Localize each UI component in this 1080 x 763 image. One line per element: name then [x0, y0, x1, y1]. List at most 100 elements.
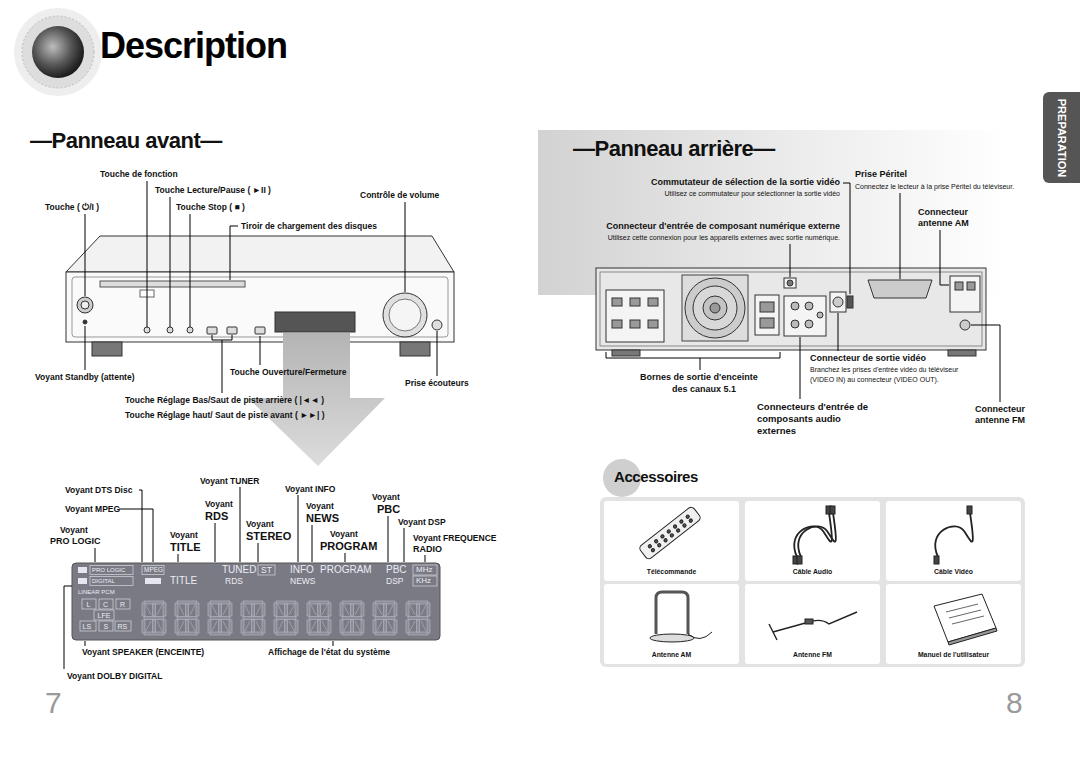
callout-label: Voyant: [205, 500, 233, 509]
display-panel: [175, 601, 199, 635]
rear-unit: [784, 296, 826, 336]
leader-line: [85, 326, 86, 370]
section-heading: Accessoires: [600, 456, 704, 489]
rear-unit: [830, 292, 846, 312]
title-badge: [22, 16, 94, 88]
leader-line: [85, 181, 437, 393]
title-badge: [14, 8, 102, 96]
front-unit: [144, 327, 150, 333]
callout-label: composants audio: [757, 414, 841, 424]
callout-label: Voyant DOLBY DIGITAL: [67, 672, 162, 681]
rear-unit: [693, 286, 737, 330]
display-panel: [406, 601, 430, 635]
display-indicator: TUNED: [222, 565, 256, 575]
callout-label: Touche Lecture/Pause ( ►II ): [155, 186, 271, 195]
callout-label: RADIO: [413, 545, 442, 554]
title-badge: [14, 8, 102, 96]
callout-label: Voyant: [60, 526, 88, 535]
accessory-name: Télécommande: [604, 568, 739, 575]
callout-label: Connecteur: [975, 405, 1025, 414]
leader-line: [147, 181, 148, 327]
rear-unit: [755, 295, 779, 335]
leader-line: [425, 555, 426, 562]
page-number: 7: [45, 688, 62, 718]
callout-label: Branchez les prises d'entrée vidéo du té…: [810, 366, 958, 373]
accessory-drawing: [934, 594, 997, 645]
callout-label: Connecteur: [918, 208, 968, 217]
accessory-name: Câble Audio: [745, 568, 880, 575]
section-heading: —Panneau arrière—: [573, 138, 775, 160]
callout-label: Touche Ouverture/Fermeture: [230, 368, 347, 377]
front-unit: [100, 281, 245, 287]
display-indicator: TITLE: [170, 576, 197, 586]
front-unit: [83, 320, 87, 324]
callout-label: des canaux 5.1: [672, 385, 736, 394]
accessory-tile: Antenne FM: [745, 584, 880, 664]
display-indicator: L: [87, 601, 91, 608]
accessory-name: Câble Vidéo: [886, 568, 1021, 575]
leader-line: [838, 313, 839, 351]
callout-label: Voyant DTS Disc: [65, 486, 132, 495]
display-panel: [307, 601, 331, 635]
front-unit: [72, 277, 448, 337]
display-panel: [82, 599, 96, 609]
callout-label: Contrôle de volume: [360, 191, 439, 200]
leader-line: [388, 516, 389, 562]
accessory-tile: Câble Audio: [745, 501, 880, 581]
leader-line: [405, 202, 406, 292]
front-unit: [66, 236, 454, 272]
accessory-drawing: [650, 592, 712, 642]
callout-label: PBC: [377, 504, 400, 515]
callout-label: (VIDEO IN) au connecteur (VIDEO OUT).: [810, 376, 939, 383]
callout-label: Connecteur d'entrée de composant numériq…: [606, 222, 840, 231]
leader-line: [178, 554, 179, 562]
callout-label: Voyant TUNER: [200, 477, 259, 486]
display-panel: [413, 565, 437, 575]
accessory-name: Antenne AM: [604, 651, 739, 658]
callout-label: Voyant DSP: [398, 518, 446, 527]
rear-unit: [612, 320, 622, 328]
accessory-tile: Câble Vidéo: [886, 501, 1021, 581]
rear-unit: [596, 268, 986, 350]
leader-line: [64, 586, 72, 669]
leader-line: [85, 641, 86, 646]
rear-unit: [600, 272, 982, 346]
accessory-tile: Antenne AM: [604, 584, 739, 664]
callout-label: Voyant INFO: [285, 485, 335, 494]
callout-label: Voyant: [372, 493, 400, 502]
callout-label: Voyant: [306, 502, 334, 511]
front-unit: [255, 327, 265, 334]
display-indicator: DIGITAL: [92, 578, 115, 584]
leader-line: [85, 214, 86, 296]
front-unit: [432, 320, 442, 330]
rear-unit: [847, 296, 853, 308]
rear-unit: [612, 298, 622, 306]
display-panel: [80, 621, 96, 631]
leader-line: [800, 337, 801, 399]
display-panel: [78, 567, 87, 573]
display-indicator: DSP: [386, 577, 403, 586]
callout-label: Voyant Standby (attente): [35, 373, 135, 382]
display-panel: [258, 565, 275, 575]
front-unit: [167, 327, 173, 333]
leader-line: [940, 230, 949, 285]
leader-line: [212, 335, 232, 393]
leader-line: [971, 325, 1000, 402]
tab-label: PREPARATION: [1056, 98, 1068, 176]
accessory-tile: Télécommande: [604, 501, 739, 581]
callout-label: Voyant: [246, 520, 274, 529]
rear-unit: [685, 278, 745, 338]
callout-label: Voyant MPEG: [65, 505, 120, 514]
display-indicator: S: [104, 623, 109, 630]
leader-line: [437, 331, 438, 376]
leader-line: [606, 352, 780, 370]
leader-line: [333, 641, 334, 646]
display-indicator: MPEG: [144, 567, 163, 574]
callout-label: antenne AM: [918, 219, 969, 228]
rear-unit: [817, 312, 823, 318]
display-indicator: PRO LOGIC: [92, 567, 125, 573]
rear-unit: [703, 296, 727, 320]
display-indicator: MHz: [416, 566, 432, 574]
rear-unit: [967, 282, 975, 290]
